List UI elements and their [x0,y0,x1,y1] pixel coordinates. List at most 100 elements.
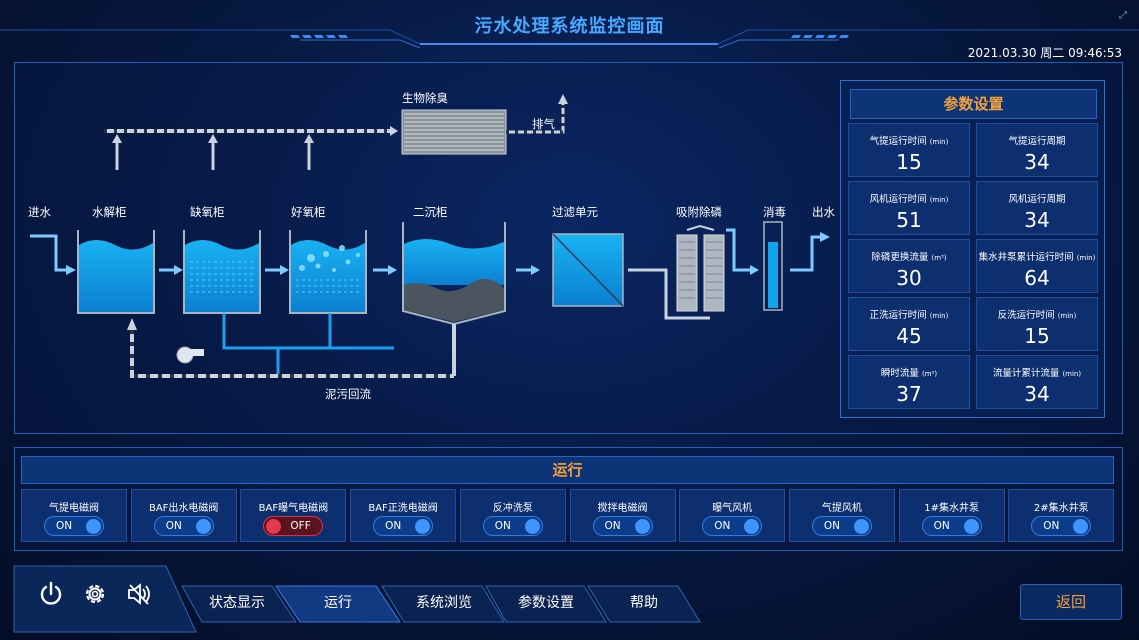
page-title: 污水处理系统监控画面 [474,16,665,37]
toggle-state: ON [165,520,182,532]
fullscreen-icon[interactable]: ⤢ [1119,10,1127,21]
back-button[interactable]: 返回 [1020,584,1122,620]
param-value: 51 [896,208,922,232]
toggle-on[interactable]: ON [373,516,434,536]
run-label: 搅拌电磁阀 [597,503,648,514]
mute-icon[interactable] [124,579,154,609]
param-label: 除磷更换流量 (m³) [871,252,947,263]
param-label: 反洗运行时间 (min) [997,310,1077,321]
param-cell[interactable]: 流量计累计流量 (min) 34 [976,355,1098,409]
tab-run[interactable]: 运行 [324,595,352,611]
sludge-return-label: 泥污回流 [325,387,371,401]
bottom-nav [13,565,701,633]
hydrolysis-tank-label: 水解柜 [92,205,127,219]
tab-param-settings[interactable]: 参数设置 [518,595,574,611]
param-cell[interactable]: 集水井泵累计运行时间 (min) 64 [976,239,1098,293]
param-value: 45 [896,324,922,348]
run-label: 气提电磁阀 [49,503,99,514]
run-cell: BAF正洗电磁阀 ON [350,489,457,542]
header-frame [0,29,1139,48]
toggle-knob [415,519,431,534]
param-cell[interactable]: 风机运行时间 (min) 51 [848,181,970,235]
exhaust-label: 排气 [532,117,555,131]
toggle-on[interactable]: ON [1031,516,1092,536]
outlet-label: 出水 [812,205,835,219]
param-value: 15 [1024,324,1050,348]
param-label: 风机运行周期 [1008,194,1066,205]
tab-system-browse[interactable]: 系统浏览 [416,595,472,611]
param-cell[interactable]: 风机运行周期 34 [976,181,1098,235]
toggle-knob [853,519,869,534]
toggle-state: ON [1043,520,1060,532]
param-value: 64 [1024,266,1050,290]
param-cell[interactable]: 正洗运行时间 (min) 45 [848,297,970,351]
datetime: 2021.03.30 周二 09:46:53 [967,46,1122,60]
toggle-on[interactable]: ON [153,516,214,536]
param-value: 37 [896,382,922,406]
run-label: BAF曝气电磁阀 [258,503,329,514]
tab-help[interactable]: 帮助 [630,595,658,611]
run-cell: BAF出水电磁阀 ON [130,489,237,542]
param-cell[interactable]: 气提运行时间 (min)15 [848,123,970,177]
tab-status-display[interactable]: 状态显示 [209,595,265,611]
run-cell: 气提风机 ON [788,489,895,542]
param-value: 30 [896,266,922,290]
run-label: 2#集水井泵 [1033,503,1089,514]
toggle-on[interactable]: ON [482,516,543,536]
toggle-on[interactable]: ON [44,516,104,536]
param-cell[interactable]: 瞬时流量 (m³)37 [848,355,970,409]
toggle-on[interactable]: ON [702,516,763,536]
param-label: 流量计累计流量 (min) [992,368,1082,379]
toggle-state: ON [56,520,73,532]
toggle-off[interactable]: OFF [263,516,324,536]
toggle-knob [634,519,650,534]
toggle-state: ON [714,520,731,532]
anoxic-tank-label: 缺氧柜 [190,205,225,219]
toggle-state: ON [823,520,841,532]
run-label: BAF正洗电磁阀 [368,503,438,514]
run-label: BAF出水电磁阀 [148,503,219,514]
toggle-state: ON [385,520,402,532]
param-label: 正洗运行时间 (min) [869,310,949,321]
run-label: 气提风机 [821,503,862,514]
inlet-label: 进水 [28,205,51,219]
gear-icon[interactable] [80,579,110,609]
toggle-state: ON [604,520,621,532]
run-cell: 气提电磁阀 ON [21,489,127,542]
run-cell: 搅拌电磁阀 ON [569,489,676,542]
toggle-knob [524,519,540,534]
params-title: 参数设置 [850,89,1097,119]
param-value: 15 [896,150,922,174]
param-value: 34 [1024,150,1050,174]
toggle-on[interactable]: ON [921,516,982,536]
secondary-clarifier-label: 二沉柜 [413,205,448,219]
run-title: 运行 [21,456,1114,484]
run-label: 反冲洗泵 [492,503,533,514]
param-label: 风机运行时间 (min) [869,194,949,205]
process-diagram: 生物除臭 排气 进水 水解柜 缺氧柜 好氧柜 二沉柜 过滤单元 吸附除磷 消毒 … [28,91,835,401]
toggle-state: ON [933,520,950,532]
toggle-state: OFF [290,520,311,532]
power-icon[interactable] [36,579,66,609]
param-cell[interactable]: 除磷更换流量 (m³) 30 [848,239,970,293]
run-cell: BAF曝气电磁阀 OFF [240,489,347,542]
param-cell[interactable]: 气提运行周期 34 [976,123,1098,177]
toggle-knob [86,519,101,534]
toggle-on[interactable]: ON [592,516,653,536]
toggle-on[interactable]: ON [811,516,872,536]
disinfection-label: 消毒 [763,205,786,219]
param-cell[interactable]: 反洗运行时间 (min) 15 [976,297,1098,351]
filter-unit-label: 过滤单元 [552,205,598,219]
param-value: 34 [1024,382,1050,406]
aerobic-tank-label: 好氧柜 [291,205,326,219]
toggle-knob [266,519,282,534]
param-value: 34 [1024,208,1050,232]
toggle-knob [963,519,979,534]
adsorption-dephos-label: 吸附除磷 [676,205,722,219]
param-label: 集水井泵累计运行时间 (min) [978,252,1096,263]
toggle-knob [195,519,211,534]
toggle-state: ON [494,520,511,532]
